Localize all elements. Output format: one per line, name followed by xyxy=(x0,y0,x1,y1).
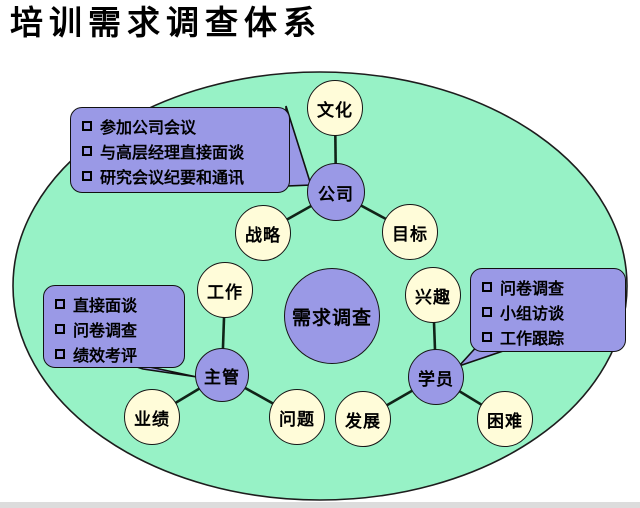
node-strategy: 战略 xyxy=(235,205,291,261)
callout-item-text: 研究会议纪要和通讯 xyxy=(100,169,245,187)
node-needs-survey-center: 需求调查 xyxy=(284,268,380,364)
node-student: 学员 xyxy=(408,349,464,405)
callout-item: 问卷调查 xyxy=(55,316,176,341)
node-difficulty: 困难 xyxy=(477,391,533,447)
square-bullet-icon xyxy=(55,323,65,334)
square-bullet-icon xyxy=(482,281,492,292)
square-bullet-icon xyxy=(482,306,492,317)
callout-item-text: 小组访谈 xyxy=(500,305,565,323)
callout-item: 绩效考评 xyxy=(55,341,176,366)
node-interest: 兴趣 xyxy=(405,267,461,323)
callout-student-methods: 问卷调查 小组访谈 工作跟踪 xyxy=(470,268,626,352)
node-performance: 业绩 xyxy=(124,389,180,445)
bottom-divider-bar xyxy=(0,502,640,508)
square-bullet-icon xyxy=(82,170,92,181)
callout-item-text: 问卷调查 xyxy=(73,322,138,340)
square-bullet-icon xyxy=(55,348,65,359)
callout-item: 问卷调查 xyxy=(482,274,617,299)
page-title: 培训需求调查体系 xyxy=(10,4,322,41)
square-bullet-icon xyxy=(482,331,492,342)
node-work: 工作 xyxy=(197,262,253,318)
node-manager: 主管 xyxy=(195,348,249,402)
node-goal: 目标 xyxy=(382,204,438,260)
callout-item-text: 问卷调查 xyxy=(500,280,565,298)
callout-item-text: 参加公司会议 xyxy=(100,119,197,137)
callout-item: 小组访谈 xyxy=(482,299,617,324)
callout-company-methods: 参加公司会议 与高层经理直接面谈 研究会议纪要和通讯 xyxy=(70,107,290,193)
callout-item: 参加公司会议 xyxy=(82,113,281,138)
square-bullet-icon xyxy=(82,120,92,131)
callout-item: 工作跟踪 xyxy=(482,324,617,349)
callout-item: 与高层经理直接面谈 xyxy=(82,138,281,163)
node-problem: 问题 xyxy=(269,389,325,445)
callout-item: 直接面谈 xyxy=(55,291,176,316)
node-development: 发展 xyxy=(335,391,391,447)
square-bullet-icon xyxy=(82,145,92,156)
callout-item-text: 绩效考评 xyxy=(73,347,138,365)
callout-item-text: 直接面谈 xyxy=(73,297,138,315)
callout-item-text: 与高层经理直接面谈 xyxy=(100,144,245,162)
node-company: 公司 xyxy=(307,163,365,221)
callout-item: 研究会议纪要和通讯 xyxy=(82,163,281,188)
callout-item-text: 工作跟踪 xyxy=(500,330,565,348)
square-bullet-icon xyxy=(55,298,65,309)
node-culture: 文化 xyxy=(307,80,363,136)
callout-manager-methods: 直接面谈 问卷调查 绩效考评 xyxy=(43,285,185,368)
